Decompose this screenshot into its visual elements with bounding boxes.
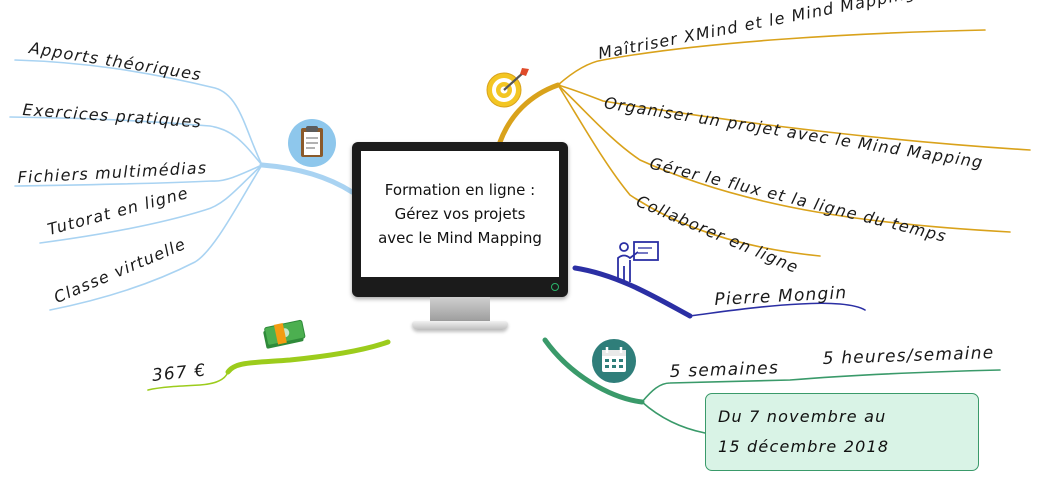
methods-link-2 bbox=[9, 116, 263, 166]
central-topic-line-1: Formation en ligne : bbox=[384, 181, 536, 199]
target-icon bbox=[486, 68, 529, 108]
power-light-icon bbox=[551, 283, 559, 291]
central-topic-line-3: avec le Mind Mapping bbox=[378, 229, 542, 247]
trainer-link bbox=[689, 302, 866, 317]
central-topic-screen: Formation en ligne : Gérez vos projets a… bbox=[361, 151, 559, 277]
objectives-link-2 bbox=[557, 84, 1031, 151]
methods-link-3 bbox=[14, 164, 263, 187]
objectives-link-4 bbox=[557, 84, 821, 257]
objectives-trunk bbox=[497, 82, 561, 145]
price-link bbox=[147, 371, 229, 391]
schedule-link-dates bbox=[641, 401, 706, 434]
dates-line-2: 15 décembre 2018 bbox=[718, 437, 890, 456]
topic-dates-box[interactable]: Du 7 novembre au 15 décembre 2018 bbox=[705, 393, 979, 471]
objectives-link-1 bbox=[557, 29, 986, 86]
objectives-link-3 bbox=[557, 84, 1011, 233]
schedule-trunk bbox=[542, 337, 645, 405]
methods-link-1 bbox=[14, 59, 263, 166]
dates-line-1: Du 7 novembre au bbox=[718, 407, 887, 426]
monitor-stand bbox=[412, 321, 508, 330]
monitor-neck bbox=[430, 297, 490, 323]
methods-branch bbox=[9, 59, 355, 311]
central-topic-line-2: Gérez vos projets bbox=[394, 205, 526, 223]
calendar-icon bbox=[592, 339, 636, 383]
methods-link-4 bbox=[39, 164, 263, 244]
price-trunk bbox=[225, 339, 391, 375]
presenter-icon bbox=[617, 241, 659, 282]
methods-link-5 bbox=[49, 164, 263, 311]
schedule-link-duration bbox=[641, 369, 1001, 403]
methods-trunk bbox=[259, 162, 355, 195]
central-topic-monitor: Formation en ligne : Gérez vos projets a… bbox=[352, 142, 568, 297]
clipboard-icon bbox=[288, 119, 336, 167]
schedule-branch bbox=[542, 337, 1001, 434]
objectives-branch bbox=[497, 29, 1031, 257]
trainer-trunk bbox=[572, 265, 693, 319]
money-icon bbox=[263, 319, 306, 349]
topic-duration[interactable]: 5 semaines bbox=[669, 358, 780, 382]
